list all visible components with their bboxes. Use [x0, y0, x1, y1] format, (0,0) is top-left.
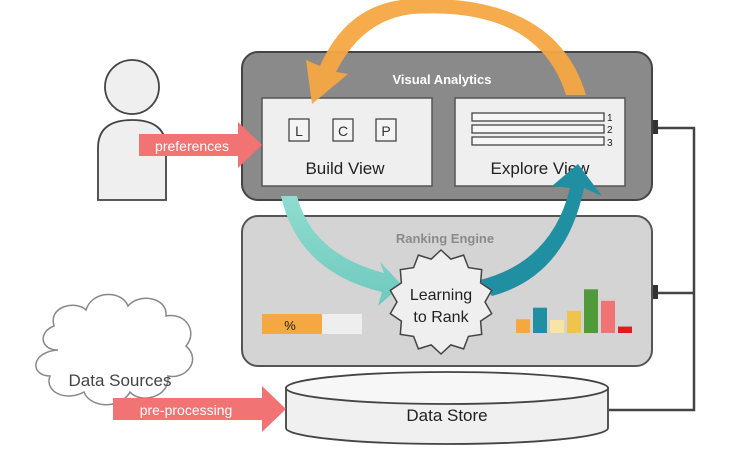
explore-view-label: Explore View	[491, 159, 591, 178]
build-view-buttons: L C P	[288, 118, 397, 142]
progress-fill	[262, 314, 322, 334]
user-head-icon	[104, 59, 160, 115]
ltr-line1: Learning	[410, 287, 472, 304]
preferences-label: preferences	[155, 138, 229, 154]
mint-arrow	[281, 196, 402, 306]
teal-arrow	[480, 164, 602, 296]
user-body-icon	[97, 119, 167, 201]
build-button-c[interactable]	[332, 118, 354, 142]
connection-lines	[609, 126, 696, 412]
data-sources-cloud	[35, 293, 194, 406]
ranked-row-1[interactable]	[471, 112, 605, 122]
mini-bar-5	[584, 289, 598, 333]
learning-to-rank-badge	[389, 248, 493, 356]
rank-number-3: 3	[607, 138, 613, 149]
data-store-top	[285, 371, 609, 405]
rank-number-2: 2	[607, 125, 613, 136]
visual-analytics-title: Visual Analytics	[393, 72, 492, 87]
ranked-row-2[interactable]	[471, 124, 605, 134]
ranked-row-3[interactable]	[471, 136, 605, 146]
user-figure	[97, 59, 167, 201]
data-sources-label: Data Sources	[69, 371, 172, 390]
mini-bar-chart	[516, 289, 632, 333]
mini-bar-3	[550, 320, 564, 333]
pre-processing-arrow	[113, 386, 286, 432]
build-button-c-label: C	[338, 123, 348, 139]
data-store-cylinder	[285, 371, 609, 445]
build-button-l-label: L	[295, 123, 303, 139]
rank-number-1: 1	[607, 113, 613, 124]
orange-arrow	[306, 0, 586, 104]
build-view-label: Build View	[305, 159, 385, 178]
pre-processing-label: pre-processing	[140, 402, 233, 418]
mini-bar-6	[601, 300, 615, 333]
mini-bar-7	[618, 326, 632, 333]
progress-label: %	[284, 318, 296, 333]
mini-bar-4	[567, 310, 581, 333]
ranking-engine-title: Ranking Engine	[396, 231, 494, 246]
preferences-arrow	[139, 122, 262, 168]
build-button-p[interactable]	[375, 118, 397, 142]
explore-ranked-list: 1 2 3	[471, 112, 613, 149]
build-button-p-label: P	[381, 123, 390, 139]
data-store-label: Data Store	[406, 406, 487, 425]
ltr-line2: to Rank	[413, 309, 469, 326]
mini-bar-1	[516, 319, 530, 333]
build-button-l[interactable]	[288, 118, 310, 142]
mini-bar-2	[533, 307, 547, 333]
build-view-box[interactable]	[261, 97, 433, 187]
